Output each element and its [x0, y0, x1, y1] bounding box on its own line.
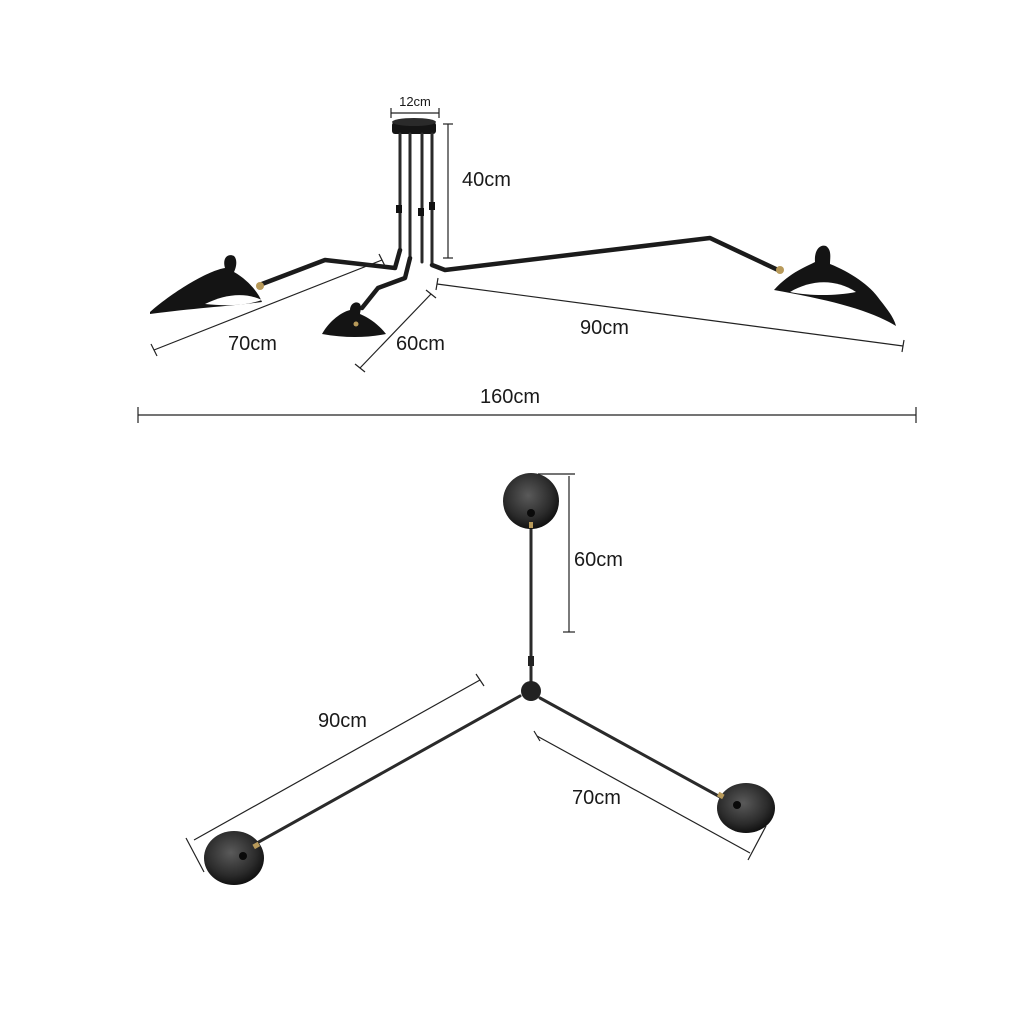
- top-arm-label: 60cm: [574, 549, 623, 571]
- dim-top-arm: 60cm: [538, 473, 623, 633]
- top-view: 60cm 90cm 70cm: [185, 473, 775, 885]
- dim-total-width: 160cm: [137, 386, 917, 423]
- top-right-arm-label: 70cm: [572, 787, 621, 809]
- dim-drop-height: 40cm: [443, 123, 511, 259]
- dim-top-left-arm: 90cm: [185, 673, 485, 873]
- middle-arm-label: 60cm: [396, 333, 445, 355]
- left-arm-label: 70cm: [228, 333, 277, 355]
- ceiling-canopy: [392, 118, 436, 134]
- top-shade: [503, 473, 559, 529]
- bottom-right-shade: [716, 783, 775, 833]
- side-arms: [259, 235, 781, 311]
- top-left-arm-label: 90cm: [318, 710, 367, 732]
- drop-rods: [396, 132, 435, 267]
- top-arms: [246, 526, 724, 850]
- dim-right-arm: 90cm: [435, 277, 905, 353]
- dim-middle-arm: 60cm: [354, 289, 445, 373]
- right-arm-label: 90cm: [580, 317, 629, 339]
- total-width-label: 160cm: [480, 386, 540, 408]
- center-hub: [521, 681, 541, 701]
- canopy-width-label: 12cm: [399, 94, 431, 109]
- dim-left-arm: 70cm: [150, 253, 386, 357]
- middle-shade: [322, 302, 386, 337]
- bottom-left-shade: [204, 831, 264, 885]
- drop-height-label: 40cm: [462, 169, 511, 191]
- dim-top-right-arm: 70cm: [533, 730, 767, 861]
- dim-canopy-width: 12cm: [390, 94, 440, 118]
- right-shade: [774, 245, 896, 326]
- side-view: 12cm 40cm 70cm 60cm 90cm: [137, 94, 917, 423]
- left-shade: [150, 255, 264, 314]
